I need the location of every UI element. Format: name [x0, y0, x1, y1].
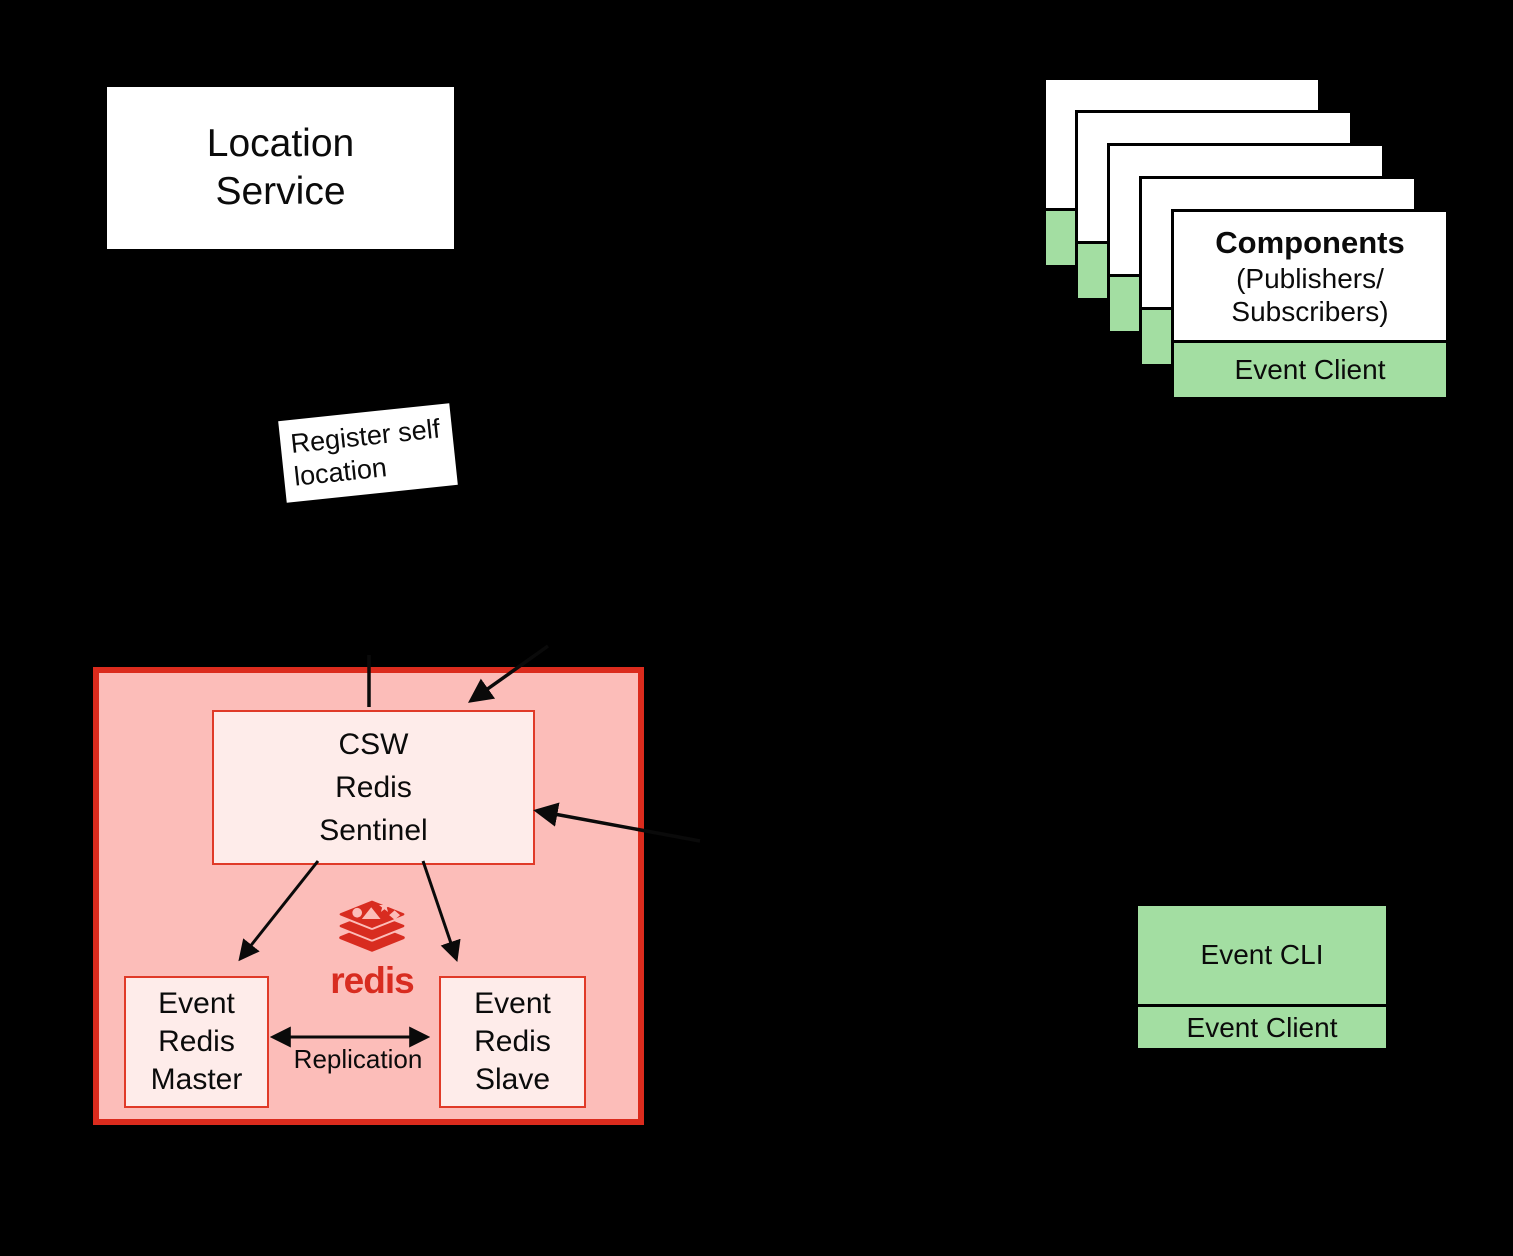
event-redis-master-box: Event Redis Master: [124, 976, 269, 1108]
components-subtitle: (Publishers/ Subscribers): [1231, 263, 1389, 327]
event-client-strip: Event Client: [1174, 340, 1446, 397]
location-service-box: Location Service: [103, 83, 458, 253]
redis-wordmark: redis: [330, 960, 414, 1001]
register-note-label: Register self location: [289, 413, 442, 492]
event-cli-footer: Event Client: [1138, 1004, 1386, 1048]
components-card: Components (Publishers/ Subscribers) Eve…: [1171, 209, 1449, 400]
event-client-label: Event Client: [1234, 354, 1386, 385]
redis-ha-panel: CSW Redis Sentinel redis Event Redi: [93, 667, 644, 1125]
replication-label: Replication: [293, 1044, 423, 1074]
event-cli-footer-label: Event Client: [1186, 1011, 1338, 1043]
slave-label: Event Redis Slave: [474, 987, 551, 1096]
event-cli-title: Event CLI: [1200, 939, 1324, 970]
csw-redis-sentinel-box: CSW Redis Sentinel: [212, 710, 535, 865]
redis-logo-icon: [337, 898, 407, 952]
event-redis-slave-box: Event Redis Slave: [439, 976, 586, 1108]
master-label: Event Redis Master: [150, 987, 243, 1096]
sentinel-label: CSW Redis Sentinel: [319, 728, 428, 847]
register-self-location-note: Register self location: [278, 403, 458, 503]
event-cli-box: Event CLI Event Client: [1135, 903, 1389, 1051]
redis-logo: redis: [323, 897, 421, 1002]
components-title: Components: [1215, 225, 1405, 260]
location-service-label: Location Service: [206, 122, 355, 213]
